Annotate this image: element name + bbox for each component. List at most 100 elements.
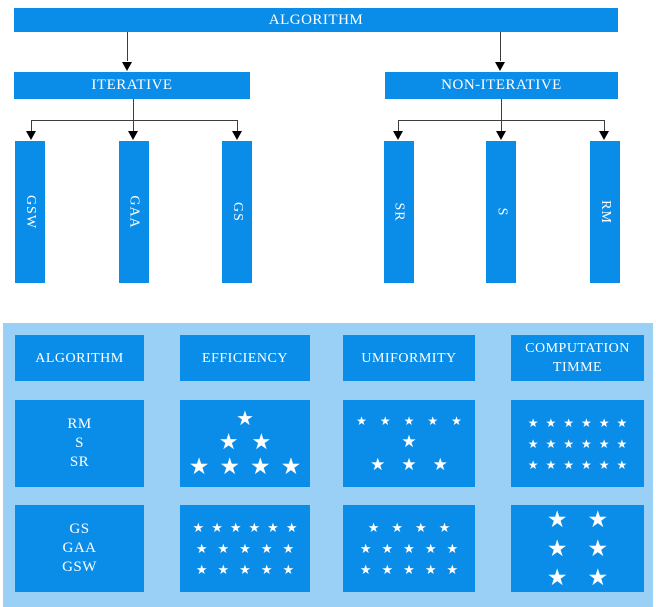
star-icon: ★	[563, 415, 574, 430]
star-row: ★	[236, 409, 254, 429]
star-icon: ★	[587, 565, 609, 590]
star-icon: ★	[587, 536, 609, 561]
star-icon: ★	[424, 562, 437, 577]
star-icon: ★	[563, 436, 574, 451]
connector-line	[604, 120, 605, 132]
star-icon: ★	[359, 562, 372, 577]
arrowhead-icon	[496, 131, 506, 140]
cell-efficiency-row1: ★★★★★★★	[180, 400, 310, 487]
star-icon: ★	[370, 454, 386, 474]
header-label: UMIFORMITY	[361, 350, 457, 366]
star-icon: ★	[446, 541, 459, 556]
star-icon: ★	[451, 413, 462, 428]
tree-node-non-iterative: NON-ITERATIVE	[385, 72, 618, 99]
algorithm-name: GS	[69, 521, 90, 537]
arrowhead-icon	[599, 131, 609, 140]
algorithm-name: S	[75, 435, 84, 451]
connector-line	[31, 120, 237, 121]
tree-leaf-label: GAA	[127, 195, 142, 229]
cell-algorithms-row2: GS GAA GSW	[15, 505, 144, 592]
star-icon: ★	[527, 415, 539, 430]
star-icon: ★	[545, 415, 557, 430]
star-icon: ★	[563, 457, 574, 472]
star-icon: ★	[598, 436, 610, 451]
algorithm-name: SR	[69, 454, 90, 470]
star-icon: ★	[546, 565, 568, 590]
star-icon: ★	[359, 541, 372, 556]
arrowhead-icon	[128, 131, 138, 140]
star-icon: ★	[381, 541, 394, 556]
star-row: ★★★★★	[360, 563, 458, 576]
tree-leaf-label: GSW	[23, 194, 38, 230]
star-icon: ★	[217, 562, 230, 577]
tree-leaf-label: GS	[230, 202, 245, 222]
star-row: ★★	[547, 537, 608, 560]
star-icon: ★	[403, 541, 415, 556]
star-icon: ★	[616, 457, 628, 472]
star-row: ★★	[547, 508, 608, 531]
arrowhead-icon	[393, 131, 403, 140]
star-icon: ★	[260, 541, 273, 556]
star-icon: ★	[424, 541, 437, 556]
star-icon: ★	[236, 408, 254, 430]
algorithm-name: GSW	[62, 559, 97, 575]
header-label: COMPUTATION TIMME	[525, 341, 630, 375]
star-icon: ★	[581, 436, 592, 451]
star-icon: ★	[546, 507, 568, 532]
star-icon: ★	[616, 415, 628, 430]
arrowhead-icon	[26, 131, 36, 140]
star-icon: ★	[195, 541, 208, 556]
algorithm-name: GAA	[62, 540, 97, 556]
tree-leaf-label: RM	[597, 200, 613, 224]
star-icon: ★	[282, 562, 295, 577]
star-icon: ★	[239, 562, 251, 577]
star-icon: ★	[195, 562, 208, 577]
tree-leaf-label: SR	[392, 202, 407, 222]
star-row: ★★★★★★	[528, 438, 628, 450]
tree-leaf-sr: SR	[384, 141, 414, 283]
star-row: ★★★★★★	[193, 521, 298, 534]
arrowhead-icon	[232, 131, 242, 140]
cell-computation-row2: ★★★★★★	[511, 505, 644, 592]
arrowhead-icon	[122, 62, 132, 71]
star-icon: ★	[251, 429, 272, 454]
star-icon: ★	[250, 454, 271, 479]
star-icon: ★	[391, 520, 403, 535]
star-row: ★ ★ ★ ★ ★	[360, 542, 458, 555]
star-icon: ★	[267, 520, 279, 535]
connector-line	[127, 32, 128, 61]
star-icon: ★	[427, 413, 439, 428]
header-algorithm: ALGORITHM	[15, 335, 144, 381]
star-icon: ★	[282, 541, 295, 556]
star-icon: ★	[616, 436, 628, 451]
star-icon: ★	[598, 457, 610, 472]
star-icon: ★	[401, 454, 417, 474]
star-icon: ★	[260, 562, 273, 577]
tree-root-label: ALGORITHM	[268, 11, 364, 28]
star-icon: ★	[598, 415, 610, 430]
arrowhead-icon	[495, 62, 505, 71]
connector-line	[237, 120, 238, 132]
star-icon: ★	[546, 536, 568, 561]
star-icon: ★	[381, 562, 394, 577]
star-row: ★★★★	[368, 521, 451, 534]
tree-node-iterative: ITERATIVE	[14, 72, 250, 99]
cell-efficiency-row2: ★★★★★★★★★★★★★★★★	[180, 505, 310, 592]
connector-line	[398, 120, 399, 132]
star-row: ★★★★	[189, 455, 302, 478]
cell-uniformity-row2: ★★★★★★★★★★★★★★	[343, 505, 475, 592]
star-icon: ★	[356, 413, 367, 428]
header-computation-time: COMPUTATION TIMME	[511, 335, 644, 381]
cell-uniformity-row1: ★★★★★★★★★	[343, 400, 475, 487]
tree-root-algorithm: ALGORITHM	[14, 8, 618, 32]
star-icon: ★	[527, 457, 539, 472]
star-icon: ★	[545, 436, 557, 451]
star-icon: ★	[379, 413, 391, 428]
star-row: ★★★★★	[196, 542, 294, 555]
star-icon: ★	[285, 520, 298, 535]
star-row: ★★★★★★	[528, 417, 628, 429]
header-label: EFFICIENCY	[202, 350, 288, 366]
star-icon: ★	[192, 520, 205, 535]
star-row: ★ ★ ★ ★ ★	[196, 563, 294, 576]
